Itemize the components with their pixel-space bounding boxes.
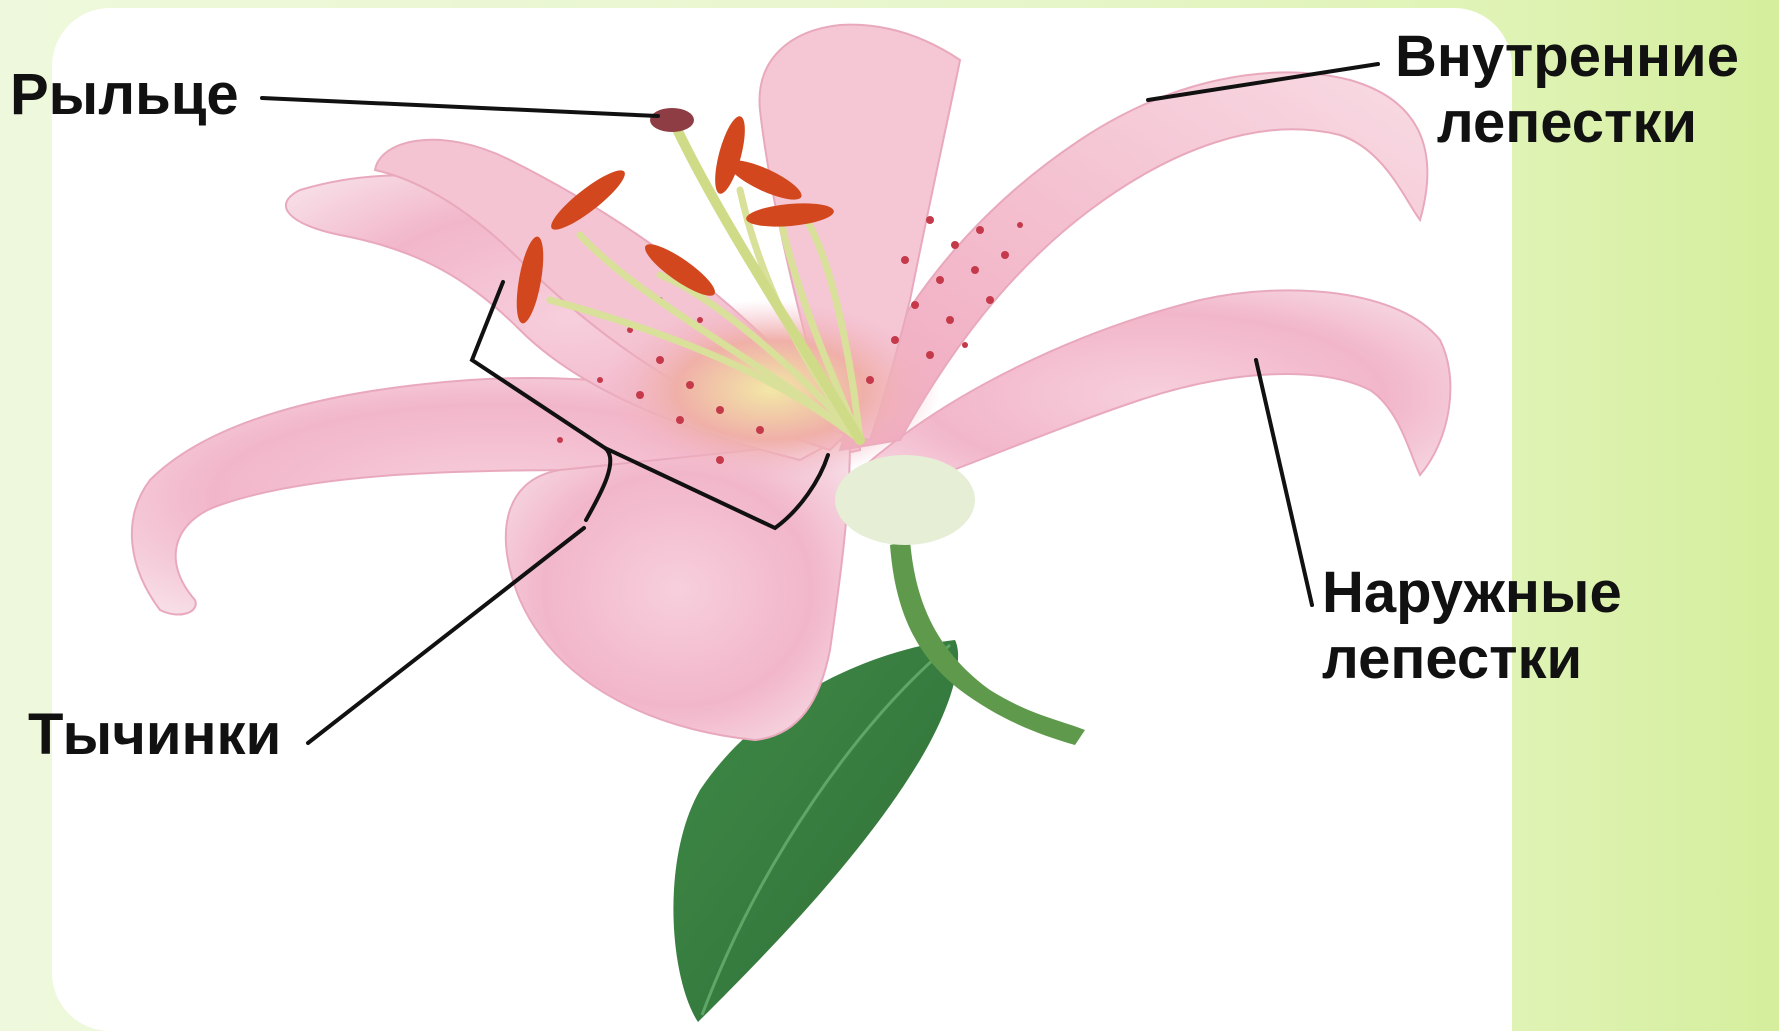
- label-stigma: Рыльце: [10, 62, 239, 128]
- label-inner-petals: Внутренние лепестки: [1395, 24, 1739, 156]
- outer-petal-front: [506, 440, 850, 740]
- label-stigma-text: Рыльце: [10, 62, 239, 128]
- label-outer-petals-line1: Наружные: [1322, 560, 1622, 626]
- outer-petals-pointer: [1256, 360, 1312, 605]
- stigma-pointer: [262, 98, 658, 116]
- label-outer-petals-line2: лепестки: [1322, 626, 1622, 692]
- label-inner-petals-line1: Внутренние: [1395, 24, 1739, 90]
- label-stamens: Тычинки: [28, 702, 281, 768]
- flower-base: [835, 455, 975, 545]
- stigma: [650, 108, 694, 132]
- label-inner-petals-line2: лепестки: [1395, 90, 1739, 156]
- label-stamens-text: Тычинки: [28, 702, 281, 768]
- label-outer-petals: Наружные лепестки: [1322, 560, 1622, 692]
- flower-throat: [600, 300, 940, 480]
